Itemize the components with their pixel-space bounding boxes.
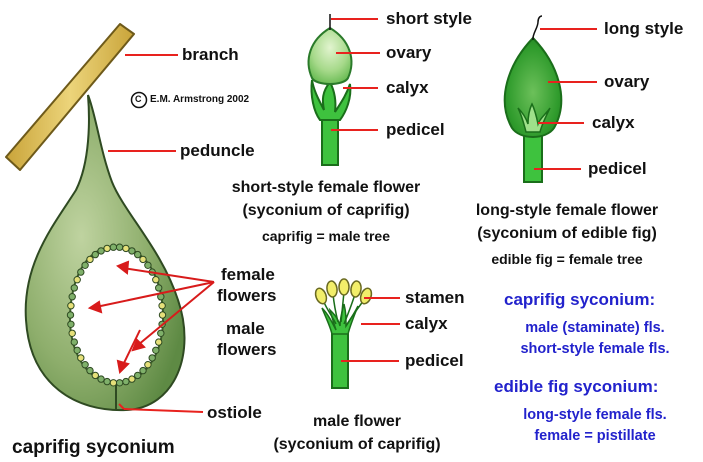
floret	[74, 347, 80, 353]
caption-long-style-1: long-style female flower	[432, 203, 702, 219]
caption-short-style-1: short-style female flower	[186, 180, 466, 196]
label-peduncle: peduncle	[180, 142, 255, 159]
label-long-pedicel: pedicel	[588, 160, 647, 177]
short-style-flower-drawing	[309, 14, 352, 165]
label-ostiole: ostiole	[207, 404, 262, 421]
label-short-ovary: ovary	[386, 44, 431, 61]
label-long-style: long style	[604, 20, 683, 37]
floret	[104, 378, 110, 384]
floret	[71, 339, 77, 345]
floret	[153, 277, 159, 283]
label-female-flowers-2: flowers	[217, 287, 277, 304]
branch-shape	[6, 24, 134, 170]
floret	[110, 380, 116, 386]
long-style-flower-drawing	[505, 16, 562, 182]
floret	[82, 262, 88, 268]
label-male-pedicel: pedicel	[405, 352, 464, 369]
floret	[159, 312, 165, 318]
caption-male-flower-2: (syconium of caprifig)	[252, 437, 462, 453]
floret	[145, 362, 151, 368]
label-short-pedicel: pedicel	[386, 121, 445, 138]
floret	[74, 277, 80, 283]
floret	[104, 245, 110, 251]
floret	[116, 380, 122, 386]
floret	[78, 355, 84, 361]
male-flower-drawing	[314, 279, 374, 388]
copyright-text: E.M. Armstrong 2002	[150, 95, 249, 105]
note-caprifig-heading: caprifig syconium:	[504, 291, 655, 308]
floret	[153, 347, 159, 353]
floret	[98, 248, 104, 254]
floret	[78, 269, 84, 275]
floret	[116, 244, 122, 250]
label-male-flowers-2: flowers	[217, 341, 277, 358]
floret	[140, 256, 146, 262]
label-branch: branch	[182, 46, 239, 63]
floret	[98, 376, 104, 382]
caption-male-flower-1: male flower	[262, 414, 452, 430]
note-edible-line-1: long-style female fls.	[490, 408, 700, 423]
floret	[69, 330, 75, 336]
floret	[110, 244, 116, 250]
male-pedicel	[332, 330, 348, 388]
floret	[69, 294, 75, 300]
floret	[68, 321, 74, 327]
floret	[123, 245, 129, 251]
floret	[129, 248, 135, 254]
floret	[87, 367, 93, 373]
floret	[129, 376, 135, 382]
label-male-calyx: calyx	[405, 315, 448, 332]
note-caprifig-line-2: short-style female fls.	[490, 342, 700, 357]
floret	[68, 303, 74, 309]
note-edible-heading: edible fig syconium:	[494, 378, 658, 395]
floret	[123, 378, 129, 384]
short-pedicel	[322, 115, 338, 165]
floret	[156, 285, 162, 291]
label-female-flowers-1: female	[221, 266, 275, 283]
label-long-ovary: ovary	[604, 73, 649, 90]
short-calyx	[311, 80, 350, 120]
label-long-calyx: calyx	[592, 114, 635, 131]
floret	[87, 256, 93, 262]
floret	[158, 330, 164, 336]
caption-caprifig-syconium: caprifig syconium	[12, 438, 175, 457]
subcaption-long-style: edible fig = female tree	[432, 252, 702, 266]
short-ovary	[309, 28, 352, 84]
label-short-calyx: calyx	[386, 79, 429, 96]
floret	[140, 367, 146, 373]
floret	[67, 312, 73, 318]
floret	[82, 362, 88, 368]
floret	[135, 251, 141, 257]
caption-long-style-2: (syconium of edible fig)	[432, 226, 702, 242]
label-male-flowers-1: male	[226, 320, 265, 337]
label-short-style: short style	[386, 10, 472, 27]
floret	[159, 303, 165, 309]
floret	[71, 285, 77, 291]
floret	[92, 372, 98, 378]
floret	[156, 339, 162, 345]
floret	[145, 262, 151, 268]
syconium-drawing	[6, 24, 214, 410]
floret	[135, 372, 141, 378]
floret	[149, 355, 155, 361]
subcaption-short-style: caprifig = male tree	[186, 229, 466, 243]
floret	[92, 251, 98, 257]
caption-short-style-2: (syconium of caprifig)	[186, 203, 466, 219]
note-caprifig-line-1: male (staminate) fls.	[490, 321, 700, 336]
copyright-symbol: C	[135, 95, 142, 104]
label-stamen: stamen	[405, 289, 465, 306]
note-edible-line-2: female = pistillate	[490, 429, 700, 444]
